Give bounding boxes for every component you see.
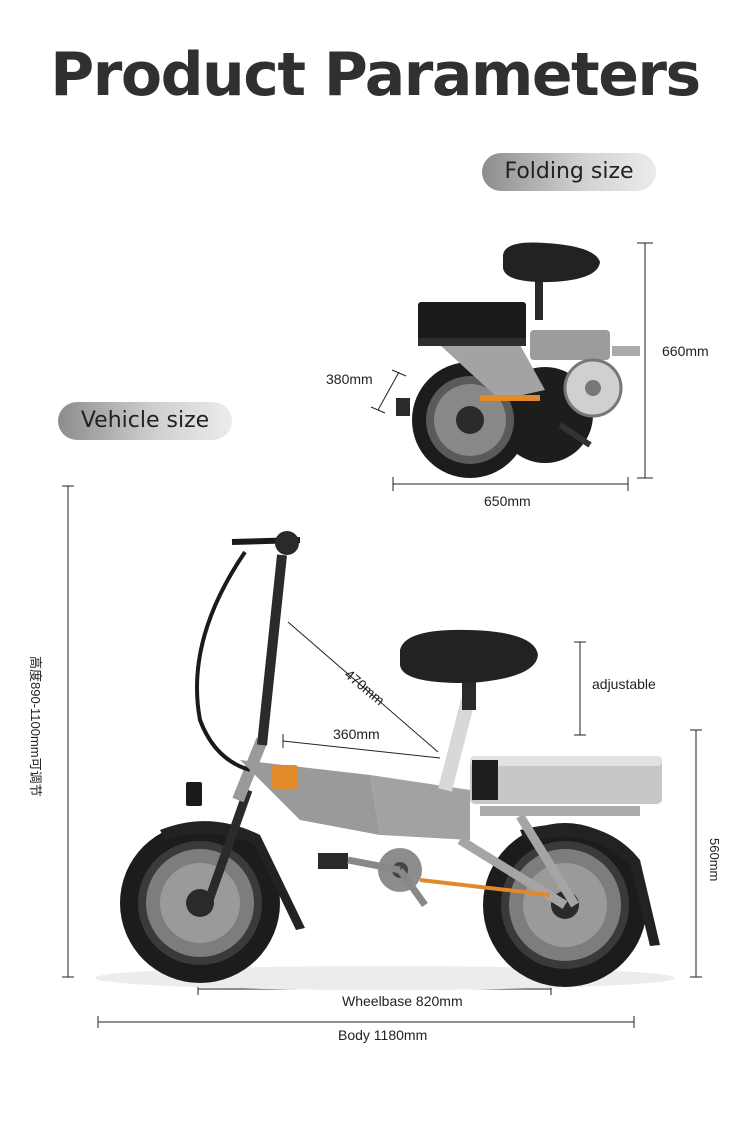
- folding-dimension-lines: [370, 242, 653, 491]
- seat-stem-distance-label: 360mm: [333, 726, 380, 742]
- folding-width-label: 380mm: [326, 371, 373, 387]
- full-bike-graphic: [95, 531, 675, 990]
- folding-size-label: Folding size: [482, 153, 656, 191]
- seat-adjustable-label: adjustable: [592, 676, 656, 692]
- folded-bike-graphic: [396, 242, 640, 478]
- rear-height-label: 560mm: [707, 838, 722, 882]
- vehicle-size-label: Vehicle size: [58, 402, 232, 440]
- body-length-label: Body 1180mm: [338, 1027, 428, 1043]
- vehicle-height-label: 高度890-1100mm可调节: [28, 656, 43, 797]
- page-title: Product Parameters: [50, 40, 701, 110]
- folding-height-label: 660mm: [662, 343, 709, 359]
- folding-length-label: 650mm: [484, 493, 531, 509]
- wheelbase-label: Wheelbase 820mm: [342, 993, 463, 1009]
